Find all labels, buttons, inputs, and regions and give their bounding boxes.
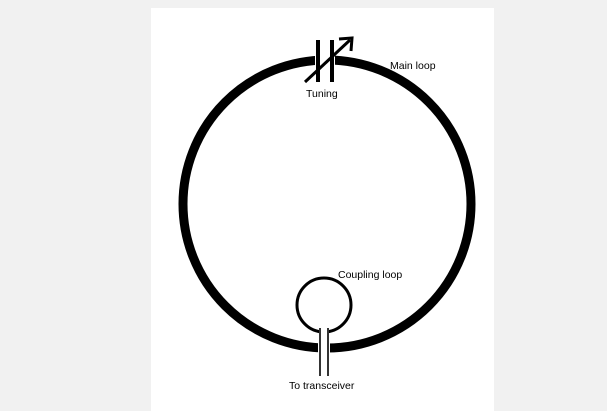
label-tuning: Tuning	[306, 88, 338, 100]
feed-line	[319, 328, 329, 376]
label-main-loop: Main loop	[390, 60, 436, 72]
label-to-transceiver: To transceiver	[289, 380, 355, 392]
main-loop	[178, 55, 476, 353]
capacitor-arrow-head	[338, 36, 354, 52]
tuning-capacitor	[303, 36, 354, 84]
coupling-loop-gap	[319, 326, 329, 336]
label-coupling-loop: Coupling loop	[338, 269, 402, 281]
capacitor-arrow-shaft	[303, 38, 352, 84]
coupling-loop	[295, 276, 353, 334]
feed-gap	[318, 340, 330, 358]
